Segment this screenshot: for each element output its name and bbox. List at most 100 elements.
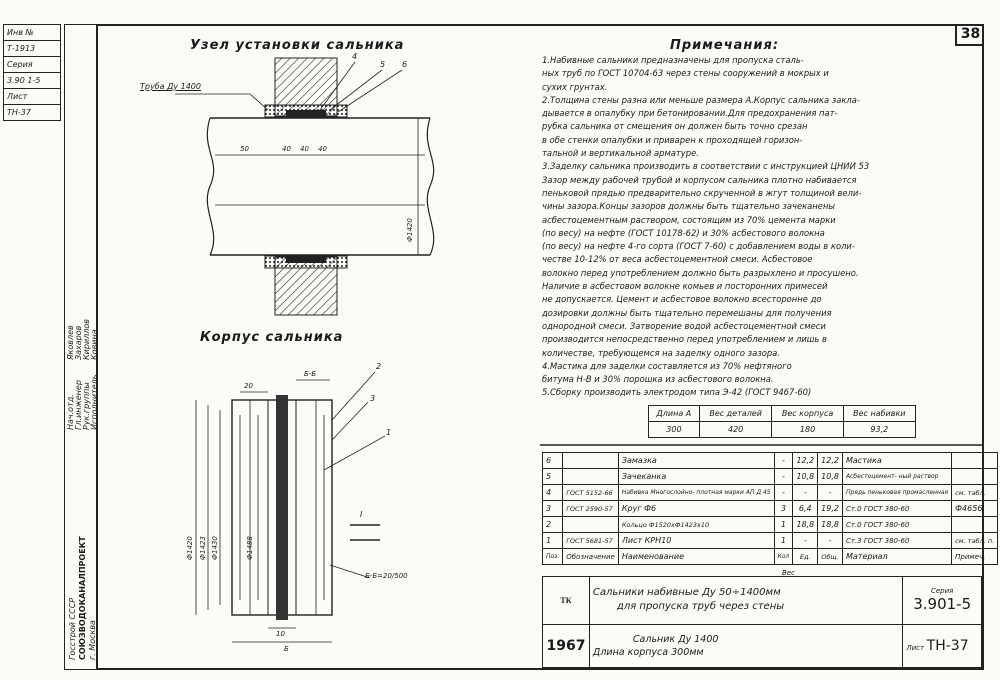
doc-cell	[562, 468, 619, 485]
total-weight-cell: 18,8	[817, 516, 843, 533]
table-row: 5 Зачеканка - 10,8 10,8 Асбестоцемент- н…	[541, 468, 999, 485]
note-line: пеньковой прядью предварительно скрученн…	[542, 187, 862, 198]
lower-dim-4: Ф1488	[246, 536, 254, 560]
note-line: чины зазора.Концы зазоров должны быть тщ…	[542, 201, 836, 212]
note-line: количестве, требующемся на заделку одног…	[542, 347, 780, 358]
lower-dim-2: Ф1423	[199, 536, 207, 560]
title-seria-cell: Серия 3.901-5	[902, 576, 982, 625]
name-cell: Лист КРН10	[617, 532, 775, 549]
year: 1967	[542, 623, 590, 669]
note-line: битума Н-В и 30% порошка из асбестового …	[542, 374, 774, 385]
pos-cell: 2	[541, 516, 564, 533]
length-value: 300	[648, 421, 700, 438]
total-weight-cell: 19,2	[817, 500, 843, 517]
length-header: Длина А	[648, 405, 700, 422]
note-line: 3.Заделку сальника производить в соответ…	[542, 161, 870, 172]
doc-cell: ГОСТ 5681-57	[562, 532, 619, 549]
unit-weight-cell: -	[792, 484, 819, 501]
doc-header: Обозначение	[562, 548, 619, 565]
pos-cell: 4	[541, 484, 564, 501]
qty-cell: -	[773, 452, 794, 469]
note-cell: см. табл.	[951, 484, 999, 501]
note-line: рубка сальника от смещения он должен быт…	[542, 121, 808, 132]
table-row: 2 Кольцо Ф1520хФ1423х10 1 18,8 18,8 Ст.0…	[541, 516, 999, 533]
unit-weight-cell: -	[792, 532, 819, 549]
note-line: 4.Мастика для заделки составляется из 70…	[542, 360, 792, 371]
note-line: однородной смеси. Затворение водой асбес…	[542, 320, 826, 331]
note-line: (по весу) на нефте 4-го сорта (ГОСТ 7-60…	[542, 241, 855, 252]
upper-dim-40b: 40	[300, 145, 309, 153]
lower-dim-b: Б	[284, 645, 289, 653]
body-weight-header: Вес корпуса	[771, 405, 844, 422]
note-cell	[951, 452, 999, 469]
callout-5: 5	[380, 60, 386, 69]
material-cell: Мастика	[841, 452, 953, 469]
parts-weight-value: 420	[698, 421, 773, 438]
specification-table: 6 Замазка - 12,2 12,2 Мастика 5 Зачеканк…	[541, 452, 999, 565]
note-line: сухих грунтах.	[542, 81, 608, 92]
lower-dim-1: Ф1420	[186, 536, 194, 560]
doc-cell: ГОСТ 5152-66	[562, 484, 619, 501]
inventory-stamp: Инв № Т-1913 Серия 3.90 1-5 Лист ТН-37	[3, 24, 61, 121]
note-cell: Ф4656	[951, 500, 999, 517]
callout-1: 1	[386, 428, 392, 437]
upper-view-title: Узел установки сальника	[190, 38, 405, 53]
material-header: Материал	[841, 548, 953, 565]
qty-header: Кол	[773, 548, 794, 565]
total-weight-cell: 10,8	[817, 468, 843, 485]
notes-header: Примеч.	[951, 548, 999, 565]
doc-cell	[562, 516, 619, 533]
list-label: Лист	[906, 643, 925, 652]
title-line-4: Длина корпуса 300мм	[592, 646, 704, 658]
table-row: 4 ГОСТ 5152-66 Набивка Многослойно- плот…	[541, 484, 999, 501]
callout-6: 6	[402, 60, 408, 69]
unit-weight-cell: 10,8	[792, 468, 819, 485]
sheet-number: 38	[955, 24, 984, 46]
name-cell: Круг Ф6	[617, 500, 775, 517]
unit-weight-cell: 12,2	[792, 452, 819, 469]
total-weight-cell: 12,2	[817, 452, 843, 469]
table-row: 6 Замазка - 12,2 12,2 Мастика	[541, 452, 999, 469]
note-line: тальной и вертикальной арматуре.	[542, 148, 699, 159]
title-block: ТК Сальники набивные Ду 50÷1400мм для пр…	[542, 576, 982, 669]
weight-header: Вес	[782, 569, 795, 577]
pos-cell: 3	[541, 500, 564, 517]
note-cell	[951, 468, 999, 485]
material-cell: Асбестоцемент- ный раствор	[841, 468, 953, 485]
lower-view-drawing	[195, 371, 386, 643]
qty-cell: 3	[773, 500, 794, 517]
pos-cell: 1	[541, 532, 564, 549]
lower-view-title: Корпус сальника	[200, 330, 344, 345]
title-list-cell: Лист ТН-37	[902, 623, 982, 669]
notes-list: 1.Набивные сальники предназначены для пр…	[542, 54, 948, 400]
note-line: 2.Толщина стены разна или меньше размера…	[542, 94, 860, 105]
drawing-frame	[96, 24, 984, 670]
upper-dim-diameter: Ф1420	[406, 218, 414, 242]
signature-strip	[64, 24, 96, 670]
callout-2: 2	[376, 362, 382, 371]
qty-cell: -	[773, 468, 794, 485]
lower-dim-3: Ф1430	[211, 536, 219, 560]
note-line: в обе стенки опалубки и приварен к прохо…	[542, 134, 803, 145]
doc-cell	[562, 452, 619, 469]
note-line: дозировки должны быть тщательно перемеша…	[542, 307, 832, 318]
packing-weight-header: Вес набивки	[842, 405, 917, 422]
parts-weight-header: Вес деталей	[698, 405, 773, 422]
lower-dim-10: 10	[276, 630, 285, 638]
note-line: Зазор между рабочей трубой и корпусом са…	[542, 174, 857, 185]
material-cell: Прядь пеньковая промасленная	[841, 484, 953, 501]
lower-dim-bb: Б-Б	[304, 370, 317, 378]
total-weight-cell: -	[817, 532, 843, 549]
title-line-2: для пропуска труб через стены	[616, 601, 785, 613]
note-line: (по весу) на нефте (ГОСТ 10178-62) и 30%…	[542, 227, 825, 238]
packing-weight-value: 93,2	[842, 421, 917, 438]
note-line: дывается в опалубку при бетонировании.Дл…	[542, 108, 838, 119]
org-code: ТК	[542, 576, 590, 625]
total-header: Общ.	[817, 548, 843, 565]
material-cell: Ст.0 ГОСТ 380-60	[841, 500, 953, 517]
unit-weight-cell: 18,8	[792, 516, 819, 533]
seria-value: 3.901-5	[913, 595, 972, 614]
pipe-label: Труба Ду 1400	[140, 82, 201, 91]
